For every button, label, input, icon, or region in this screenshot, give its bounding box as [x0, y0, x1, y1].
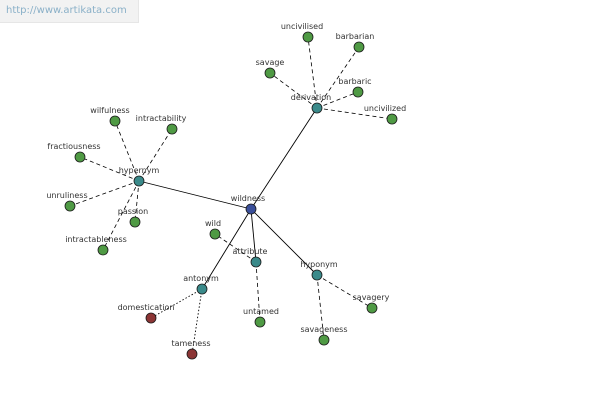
label-wilfulness: wilfulness: [90, 106, 129, 115]
node-word-uncivilized[interactable]: [386, 113, 398, 125]
dotted-edges: [150, 288, 203, 355]
edge-attribute-untamed: [255, 261, 261, 323]
node-word-intractableness[interactable]: [97, 244, 109, 256]
node-relation-hypernym[interactable]: [133, 175, 145, 187]
edge-hypernym-wilfulness: [114, 120, 140, 182]
edge-root-antonym: [201, 208, 252, 290]
edge-antonym-tameness: [191, 288, 203, 355]
label-fractiousness: fractiousness: [47, 142, 100, 151]
edge-hypernym-unruliness: [69, 180, 140, 207]
label-domestication: domestication: [118, 303, 175, 312]
label-intractableness: intractableness: [65, 235, 127, 244]
label-uncivilised: uncivilised: [281, 22, 323, 31]
label-barbaric: barbaric: [338, 77, 371, 86]
edge-derivation-uncivilised: [307, 36, 318, 109]
node-word-untamed[interactable]: [254, 316, 266, 328]
node-word-barbaric[interactable]: [352, 86, 364, 98]
label-unruliness: unruliness: [46, 191, 87, 200]
node-word-barbarian[interactable]: [353, 41, 365, 53]
node-word-savageness[interactable]: [318, 334, 330, 346]
edge-antonym-domestication: [150, 288, 203, 319]
label-savagery: savagery: [353, 293, 390, 302]
edge-root-derivation: [250, 107, 318, 210]
edge-attribute-wild: [214, 233, 257, 263]
node-word-savage[interactable]: [264, 67, 276, 79]
dashed-edges: [69, 36, 393, 341]
label-barbarian: barbarian: [336, 32, 375, 41]
edge-hypernym-intractability: [138, 128, 173, 182]
node-word-tameness[interactable]: [186, 348, 198, 360]
edge-derivation-uncivilized: [316, 107, 393, 120]
label-intractability: intractability: [136, 114, 187, 123]
node-relation-hyponym[interactable]: [311, 269, 323, 281]
label-derivation: derivation: [291, 93, 331, 102]
node-word-fractiousness[interactable]: [74, 151, 86, 163]
edge-hyponym-savagery: [316, 274, 373, 309]
node-word-savagery[interactable]: [366, 302, 378, 314]
label-hyponym: hyponym: [300, 260, 338, 269]
edge-derivation-barbarian: [316, 46, 360, 109]
label-untamed: untamed: [243, 307, 279, 316]
edges: [138, 107, 318, 290]
label-passion: passion: [118, 207, 149, 216]
edge-derivation-barbaric: [316, 91, 359, 109]
labels: wildness derivation hypernym attribute h…: [46, 22, 406, 348]
edge-root-hypernym: [138, 180, 252, 210]
node-word-uncivilised[interactable]: [302, 31, 314, 43]
node-root-wildness[interactable]: [245, 203, 257, 215]
label-wild: wild: [205, 219, 221, 228]
label-savageness: savageness: [300, 325, 347, 334]
edge-hyponym-savageness: [316, 274, 325, 341]
watermark: http://www.artikata.com: [0, 0, 139, 23]
node-relation-attribute[interactable]: [250, 256, 262, 268]
label-antonym: antonym: [183, 274, 219, 283]
node-word-unruliness[interactable]: [64, 200, 76, 212]
node-word-wilfulness[interactable]: [109, 115, 121, 127]
label-hypernym: hypernym: [119, 166, 160, 175]
label-tameness: tameness: [171, 339, 210, 348]
label-root-wildness: wildness: [231, 194, 265, 203]
node-word-wild[interactable]: [209, 228, 221, 240]
node-relation-derivation[interactable]: [311, 102, 323, 114]
watermark-url[interactable]: http://www.artikata.com: [6, 5, 127, 16]
node-word-domestication[interactable]: [145, 312, 157, 324]
node-word-intractability[interactable]: [166, 123, 178, 135]
label-savage: savage: [256, 58, 285, 67]
edge-derivation-savage: [269, 72, 318, 109]
node-relation-antonym[interactable]: [196, 283, 208, 295]
edge-root-hyponym: [250, 208, 318, 276]
node-word-passion[interactable]: [129, 216, 141, 228]
label-attribute: attribute: [233, 247, 268, 256]
edge-root-attribute: [250, 208, 257, 263]
edge-hypernym-fractiousness: [79, 156, 140, 182]
nodes: [64, 31, 398, 360]
label-uncivilized: uncivilized: [364, 104, 406, 113]
edge-hypernym-intractableness: [102, 180, 140, 251]
